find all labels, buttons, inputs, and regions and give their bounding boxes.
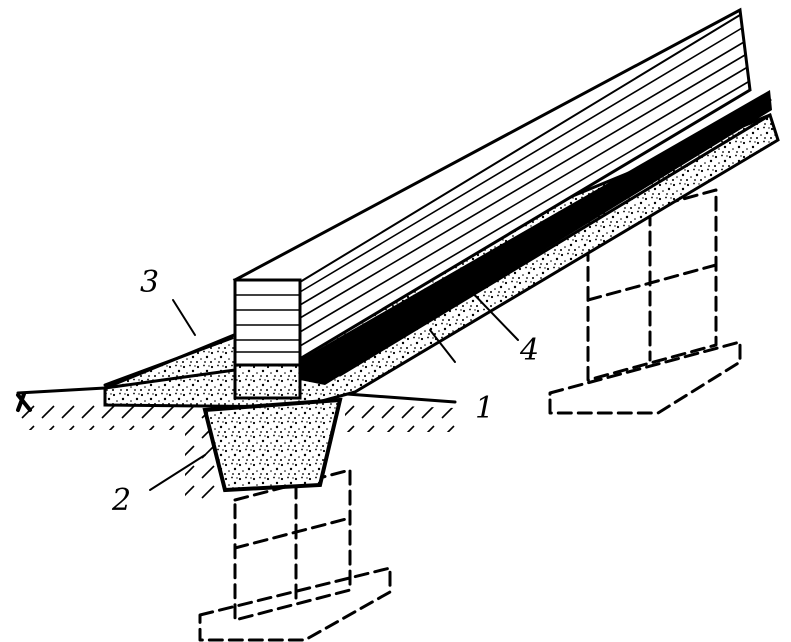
plinth-wedge	[103, 336, 237, 390]
rear-pier	[548, 188, 742, 415]
ground	[16, 386, 457, 500]
callout-3: 3	[140, 265, 159, 300]
callout-2: 2	[111, 483, 131, 518]
timber-beam	[232, 7, 752, 367]
callout-1: 1	[475, 391, 494, 426]
trench-footing	[202, 397, 343, 493]
leader-lines	[149, 284, 519, 491]
beam-pad	[233, 90, 772, 400]
callout-4: 4	[519, 333, 539, 368]
front-pier	[198, 468, 392, 642]
